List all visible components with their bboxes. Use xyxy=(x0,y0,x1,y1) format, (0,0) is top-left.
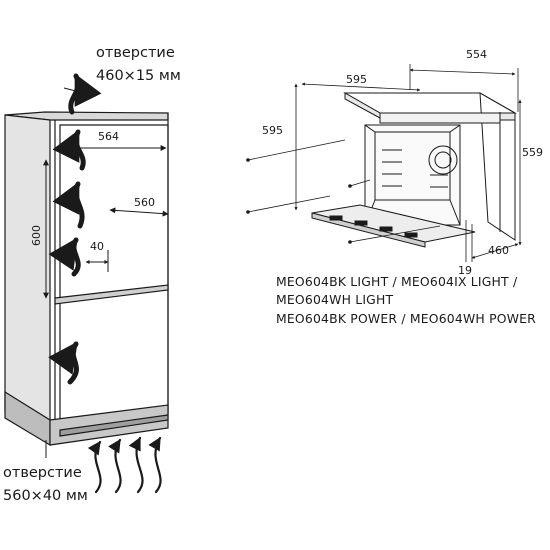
bottom-vent-label-1: отверстие xyxy=(3,465,82,481)
model-list-line-2: MEO604WH LIGHT xyxy=(276,292,394,307)
inlet-arrow xyxy=(128,436,144,494)
cabinet xyxy=(4,111,169,447)
door-thickness-label: 19 xyxy=(458,264,472,277)
airflow-arrow-top xyxy=(68,73,102,115)
leader-line xyxy=(349,179,371,187)
top-vent-leader xyxy=(63,87,97,97)
niche-height-label: 600 xyxy=(30,225,43,246)
oven-drawing xyxy=(311,92,517,248)
leader-dot xyxy=(348,240,352,244)
inlet-arrow xyxy=(148,436,162,494)
leader-line xyxy=(247,195,331,213)
leader-dot xyxy=(246,210,250,214)
oven-height-side-label: 559 xyxy=(522,146,543,159)
oven-front-width-line xyxy=(301,82,421,92)
leader-line xyxy=(349,225,441,243)
oven-top-width-line xyxy=(409,68,516,76)
oven-width-top-label: 554 xyxy=(466,48,487,61)
niche-depth-label: 560 xyxy=(134,196,155,209)
oven-depth-line xyxy=(471,243,519,259)
gap-label: 40 xyxy=(90,240,104,253)
bottom-vent-label-2: 560×40 мм xyxy=(3,488,88,504)
oven-width-front-label: 595 xyxy=(346,73,367,86)
inlet-arrow xyxy=(87,440,102,494)
leader-line xyxy=(247,139,346,161)
inlet-arrows xyxy=(87,436,162,494)
model-list-line-3: MEO604BK POWER / MEO604WH POWER xyxy=(276,311,536,326)
airflow-arrow xyxy=(48,237,81,277)
niche-width-label: 564 xyxy=(98,130,119,143)
leader-dot xyxy=(246,158,250,162)
depth-dimension-line xyxy=(109,207,169,217)
leader-dot xyxy=(348,184,352,188)
airflow-arrow xyxy=(48,341,79,385)
model-list-line-1: MEO604BK LIGHT / MEO604IX LIGHT / xyxy=(276,274,518,289)
top-vent-label-1: отверстие xyxy=(96,45,175,61)
inlet-arrow xyxy=(108,438,122,494)
oven-depth-label: 460 xyxy=(488,244,509,257)
oven-height-front-label: 595 xyxy=(262,124,283,137)
top-vent-label-2: 460×15 мм xyxy=(96,68,181,84)
airflow-arrow xyxy=(52,181,85,229)
